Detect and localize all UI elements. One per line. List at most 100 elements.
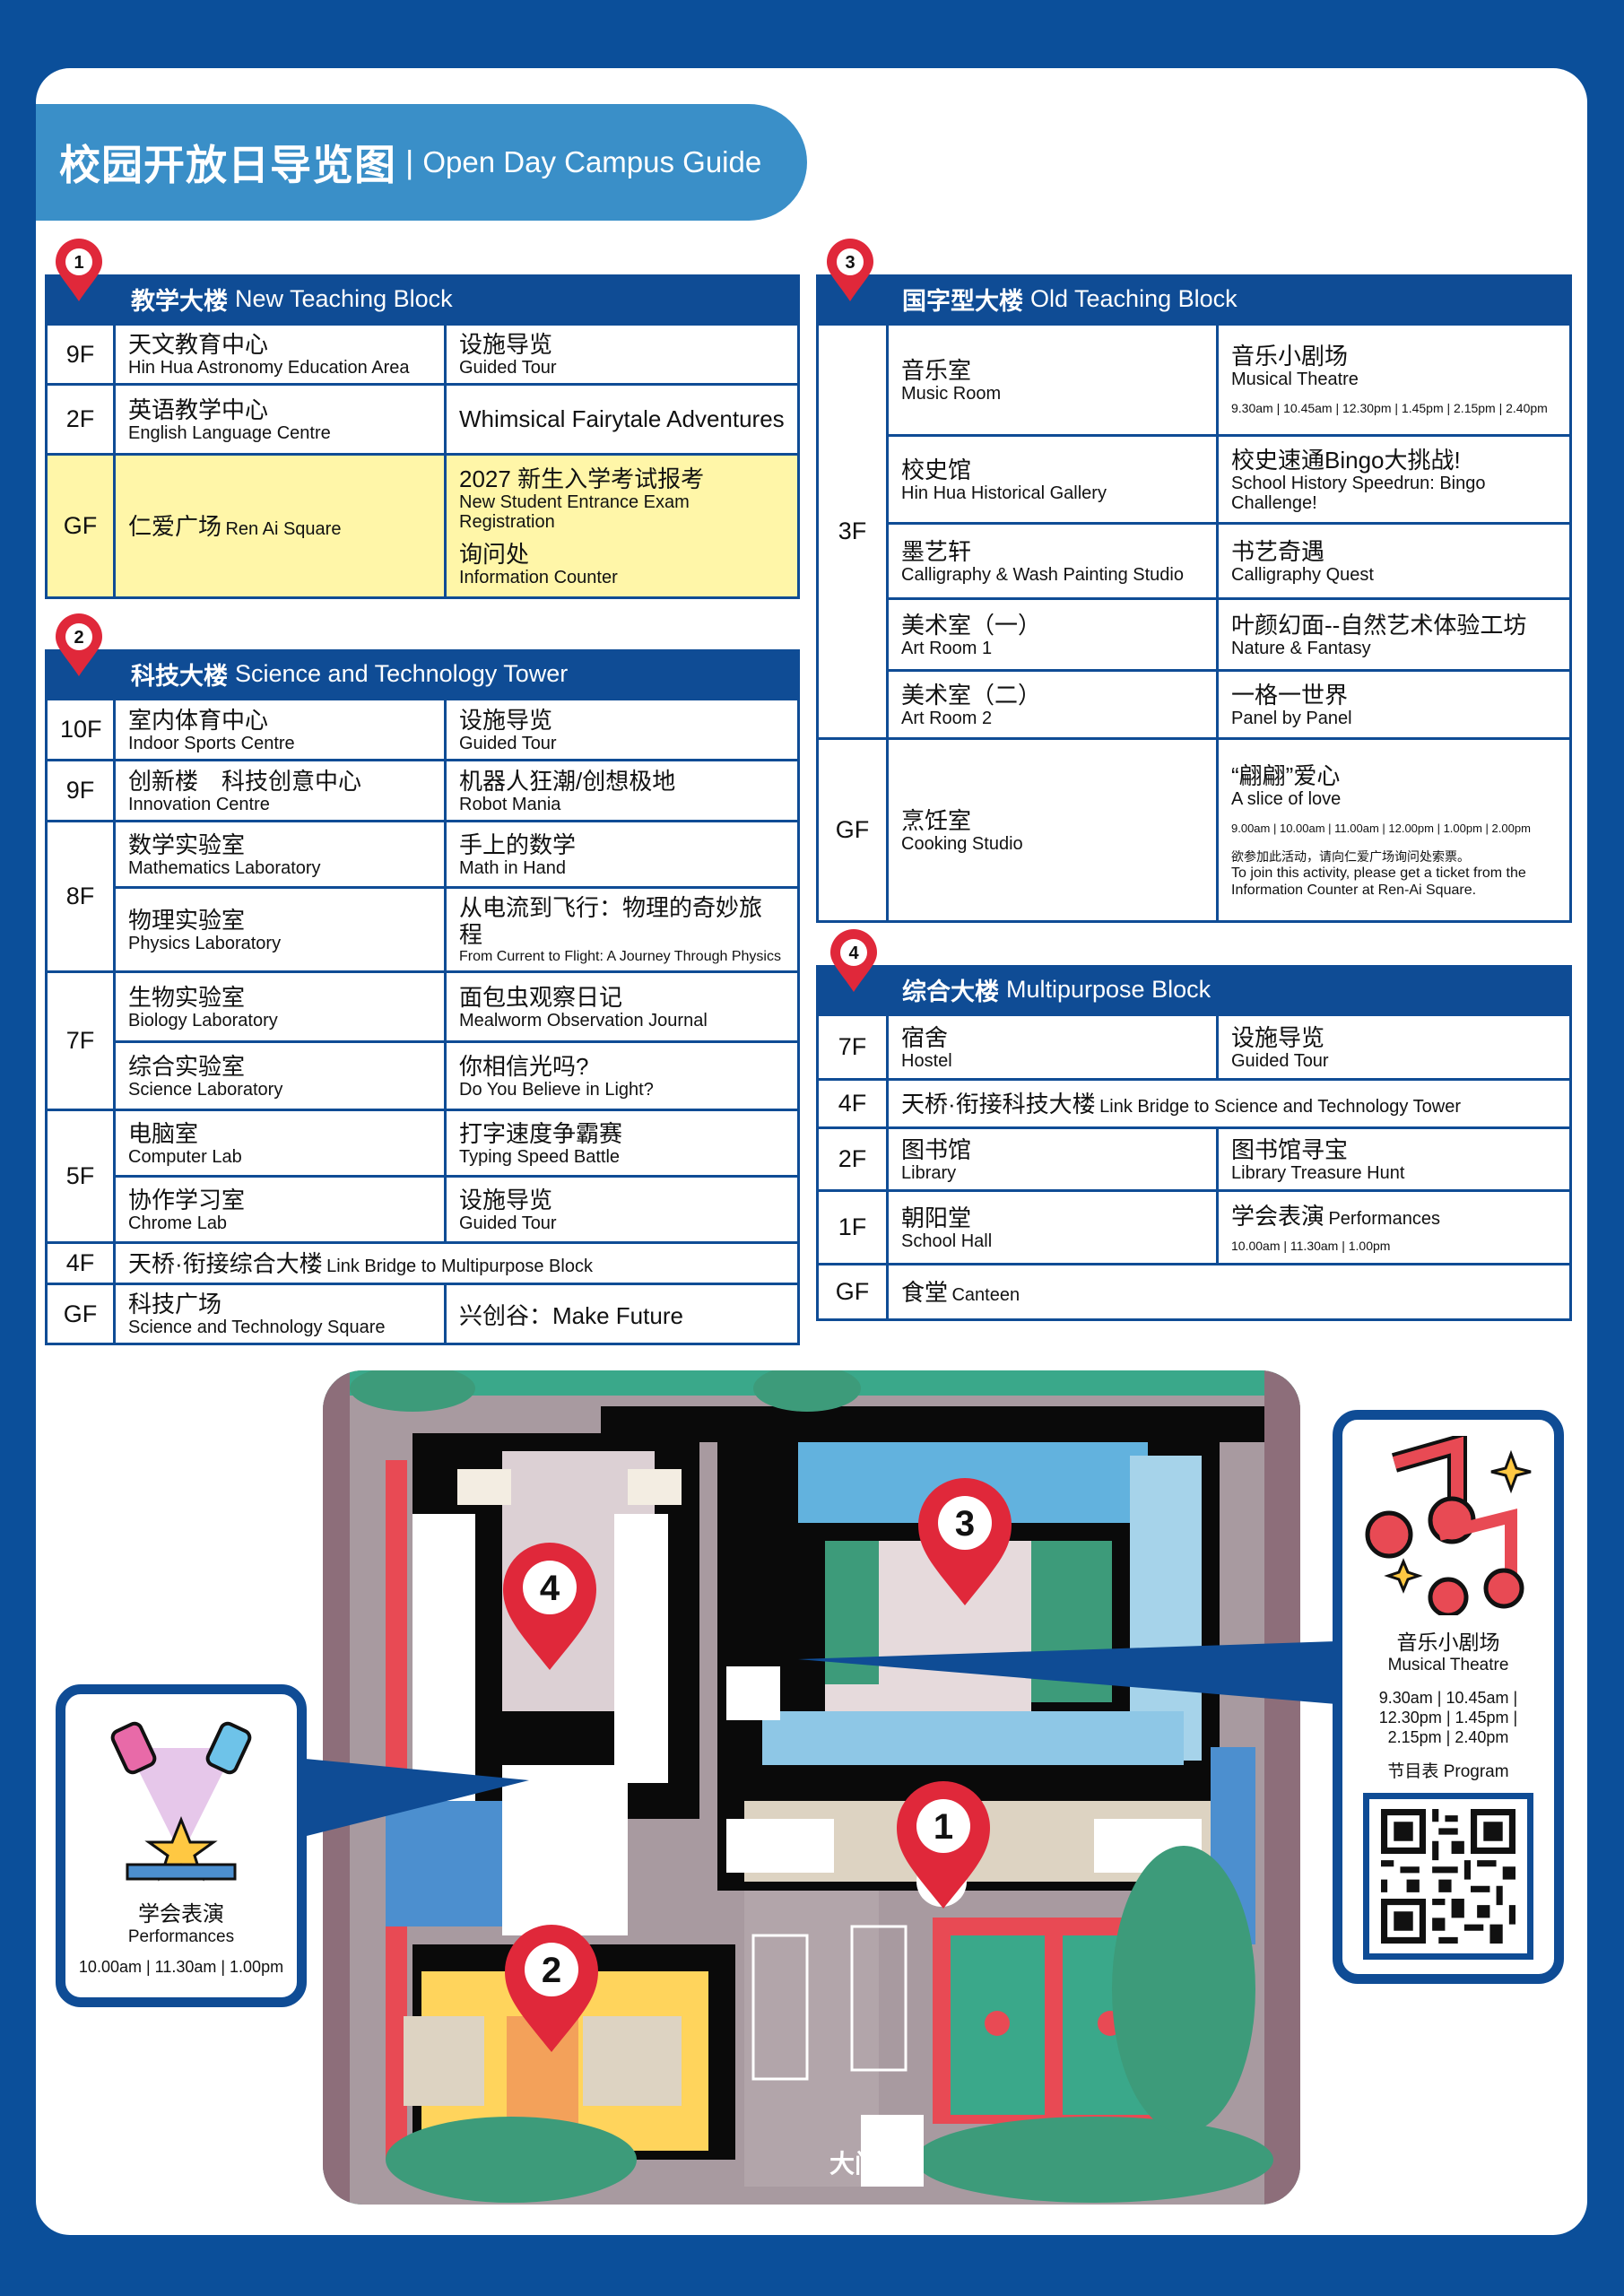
qr-code[interactable]: [1363, 1793, 1533, 1960]
callout-times: 9.30am | 10.45am |12.30pm | 1.45pm |2.15…: [1378, 1689, 1518, 1746]
activity-cell: Whimsical Fairytale Adventures: [444, 383, 800, 456]
callout-title-en: Performances: [127, 1927, 235, 1946]
pin-number: 3: [955, 1504, 975, 1544]
pin-number: 4: [848, 944, 859, 963]
floor-label: GF: [45, 1283, 116, 1345]
callout-title-en: Musical Theatre: [1387, 1656, 1509, 1674]
map-pin-icon: 3: [918, 1478, 1012, 1605]
gate-label: 大门: [829, 2150, 880, 2178]
campus-map: 大门 1 2 3 4: [323, 1370, 1300, 2205]
activity-cell: 兴创谷：Make Future: [444, 1283, 800, 1345]
pin-number: 3: [845, 253, 855, 273]
callout-performances: 学会表演 Performances 10.00am | 11.30am | 1.…: [56, 1684, 307, 2007]
floor-label: 4F: [816, 1078, 889, 1129]
map-pin-icon: 2: [56, 613, 102, 676]
map-pin-icon: 4: [830, 929, 877, 992]
map-pin-icon: 3: [827, 239, 873, 301]
floor-label: GF: [816, 1263, 889, 1321]
floor-label: 7F: [45, 970, 116, 1111]
page-subtitle: Open Day Campus Guide: [422, 145, 762, 178]
floor-label: 4F: [45, 1241, 116, 1285]
page-header: 校园开放日导览图 | Open Day Campus Guide: [36, 104, 807, 221]
pin-number: 1: [74, 253, 83, 273]
floor-label: 10F: [45, 698, 116, 761]
floor-label: 1F: [816, 1189, 889, 1265]
activity-cell: 你相信光吗?Do You Believe in Light?: [444, 1040, 800, 1111]
page-title: 校园开放日导览图: [59, 142, 396, 188]
floor-label: 7F: [816, 1013, 889, 1081]
callout-musical-theatre: 音乐小剧场 Musical Theatre 9.30am | 10.45am |…: [1333, 1410, 1564, 1984]
pin-number: 4: [540, 1569, 560, 1608]
callout-times: 10.00am | 11.30am | 1.00pm: [78, 1958, 284, 1976]
map-pin-icon: 1: [897, 1781, 990, 1909]
table-row: 4F 天桥·衔接综合大楼 Link Bridge to Multipurpose…: [45, 1241, 800, 1285]
place-cell: 美术室（二）Art Room 2: [886, 669, 1219, 740]
floor-label: 2F: [816, 1126, 889, 1192]
floor-label: 2F: [45, 383, 116, 456]
music-notes-icon: [1365, 1431, 1532, 1618]
floor-label: 8F: [45, 820, 116, 973]
map-pin-icon: 4: [503, 1543, 596, 1670]
floor-label: 5F: [45, 1109, 116, 1244]
table-row: 4F 天桥·衔接科技大楼 Link Bridge to Science and …: [816, 1078, 1572, 1129]
place-cell: 仁爱广场 Ren Ai Square: [113, 453, 447, 599]
spotlight-icon: [110, 1721, 252, 1882]
pin-number: 2: [74, 628, 83, 648]
span-cell: 天桥·衔接科技大楼 Link Bridge to Science and Tec…: [886, 1078, 1572, 1129]
